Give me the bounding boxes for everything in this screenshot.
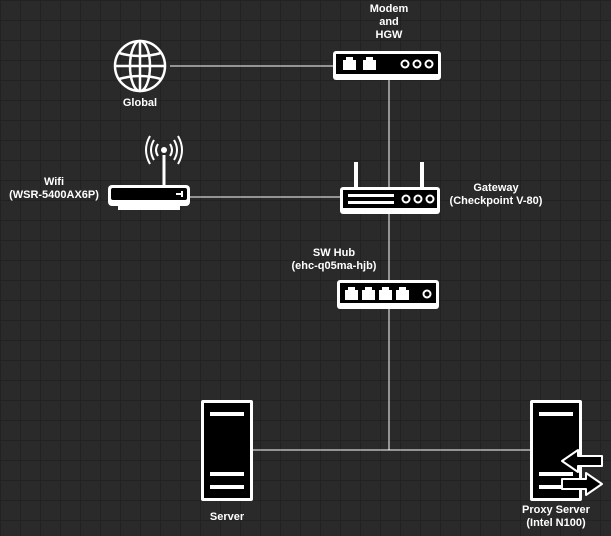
modem-label: Modem and HGW xyxy=(349,3,429,42)
wifi-label: Wifi (WSR-5400AX6P) xyxy=(4,176,104,202)
modem-label-line-3: HGW xyxy=(375,29,403,41)
swhub-label-line-1: SW Hub xyxy=(312,247,356,259)
proxy-label: Proxy Server (Intel N100) xyxy=(516,504,596,530)
switch-hub-icon[interactable] xyxy=(337,280,439,309)
wifi-router-icon[interactable] xyxy=(108,135,190,210)
global-label-line-1: Global xyxy=(122,97,158,109)
modem-icon[interactable] xyxy=(333,51,441,80)
gateway-icon[interactable] xyxy=(340,162,440,214)
modem-label-line-1: Modem xyxy=(369,3,409,15)
server-label-line-1: Server xyxy=(209,511,245,523)
server-tower-icon[interactable] xyxy=(201,400,253,501)
proxy-label-line-1: Proxy Server xyxy=(522,504,590,516)
swhub-label-line-2: (ehc-q05ma-hjb) xyxy=(291,260,377,272)
connections xyxy=(170,65,530,451)
swhub-label: SW Hub (ehc-q05ma-hjb) xyxy=(279,247,389,273)
proxy-label-line-2: (Intel N100) xyxy=(526,517,586,529)
proxy-arrows-icon xyxy=(561,449,603,496)
globe-icon[interactable] xyxy=(113,39,167,93)
wifi-label-line-1: Wifi xyxy=(43,176,65,188)
modem-label-line-2: and xyxy=(379,16,399,28)
wifi-label-line-2: (WSR-5400AX6P) xyxy=(9,189,99,201)
server-label: Server xyxy=(197,511,257,524)
global-label: Global xyxy=(110,97,170,110)
gateway-label-line-2: (Checkpoint V-80) xyxy=(449,195,543,207)
gateway-label-line-1: Gateway xyxy=(473,182,519,194)
gateway-label: Gateway (Checkpoint V-80) xyxy=(444,182,548,208)
